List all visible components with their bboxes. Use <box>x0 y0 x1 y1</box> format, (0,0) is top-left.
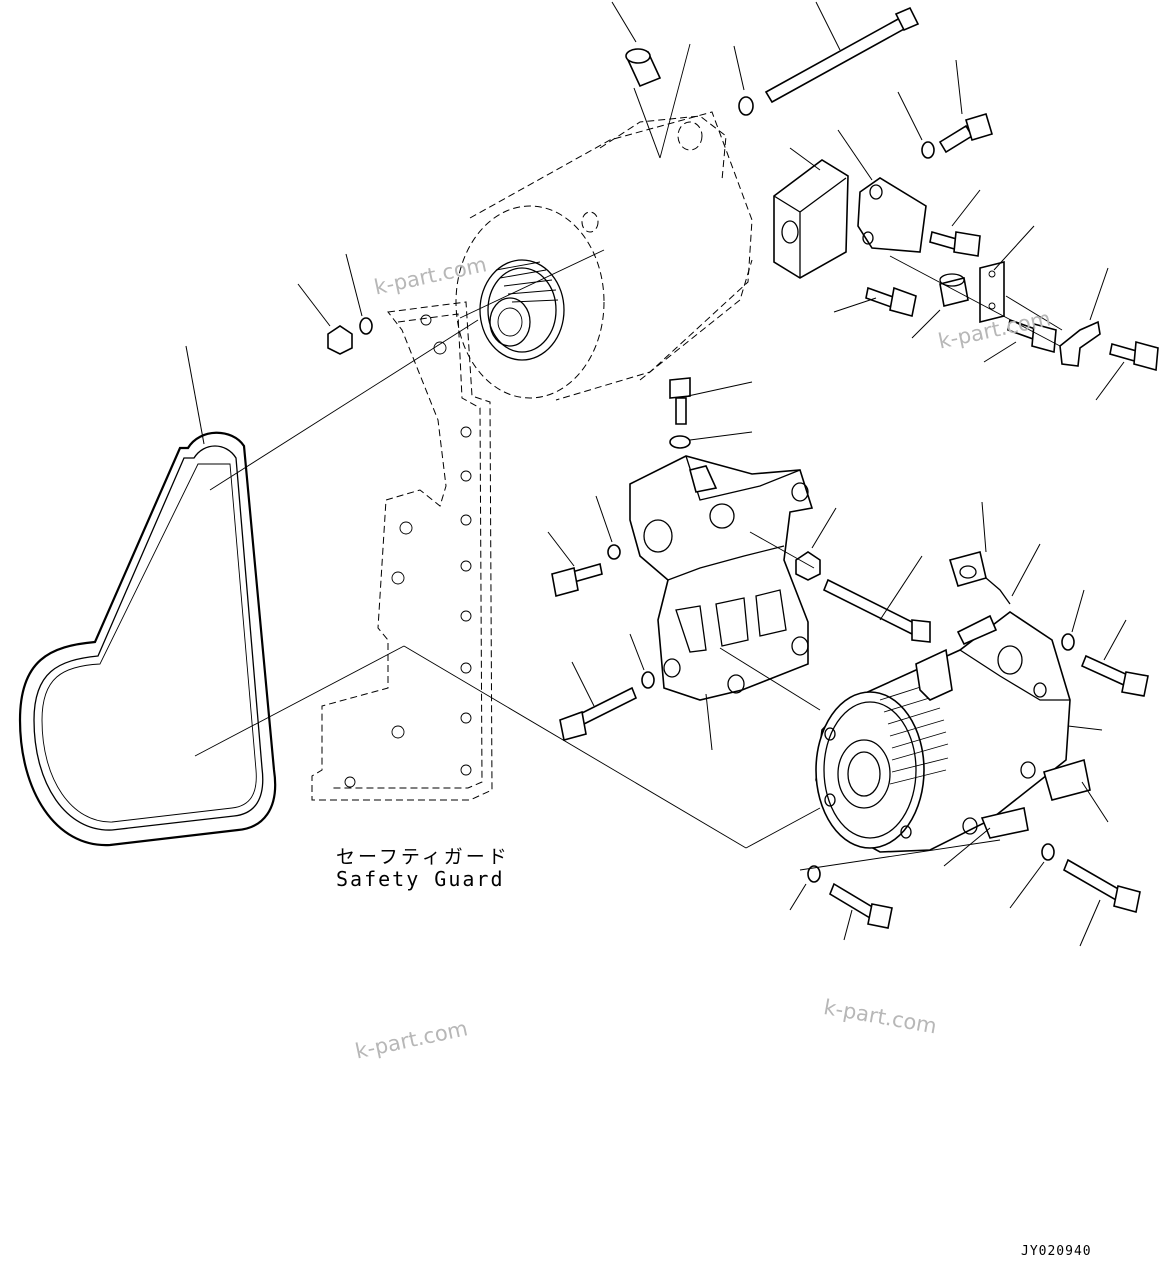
drawing-code: JY020940 <box>1021 1244 1092 1259</box>
compressor-bracket <box>629 455 814 701</box>
safety-guard-label-jp: セーフティガード <box>336 846 510 868</box>
hardware <box>327 6 1159 929</box>
air-conditioner-compressor <box>815 551 1091 853</box>
safety-guard <box>311 301 493 801</box>
leader-lines <box>185 1 1127 947</box>
assembly-lines <box>194 43 1063 871</box>
safety-guard-label-en: Safety Guard <box>336 867 505 891</box>
alternator <box>455 111 753 401</box>
v-belt <box>18 431 277 847</box>
